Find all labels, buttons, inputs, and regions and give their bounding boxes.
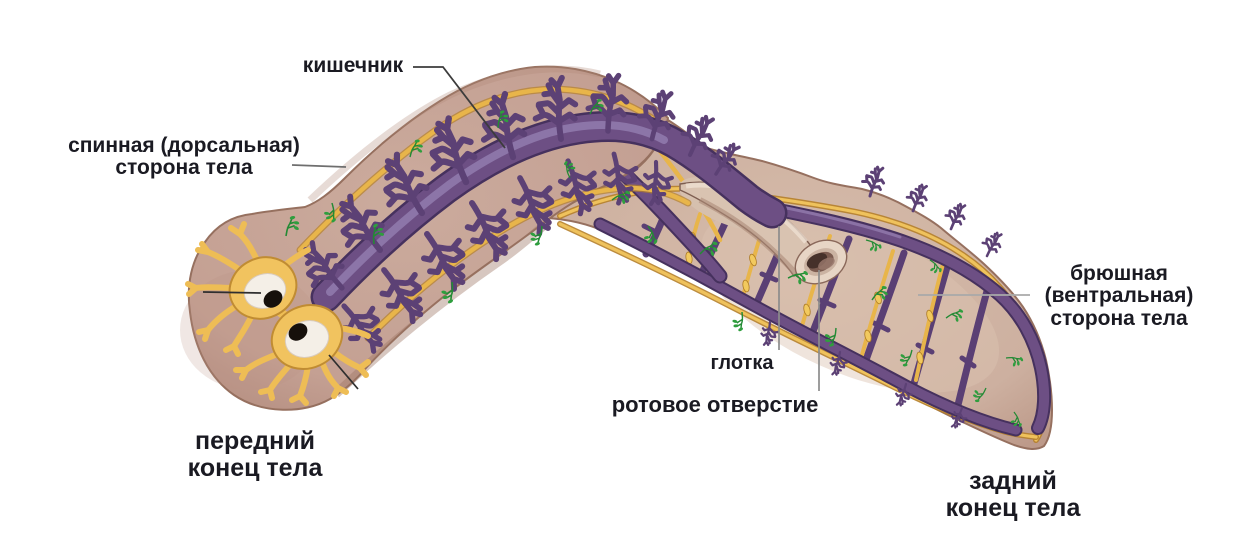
label-mouth-opening: ротовое отверстие [611, 392, 819, 417]
label-dorsal-side: спинная (дорсальная) сторона тела [68, 134, 300, 180]
leader-intestine [413, 66, 506, 149]
mouth-opening-graphic [794, 239, 848, 285]
label-intestine: кишечник [302, 54, 404, 77]
eye-spot [243, 273, 287, 309]
leader-dorsal-side [291, 164, 347, 168]
leader-eye-right [328, 354, 359, 390]
intestine-graphic [310, 111, 788, 313]
label-ventral-side: брюшная (вентральная) сторона тела [1044, 262, 1194, 330]
label-posterior-end: задний конец тела [945, 467, 1081, 522]
eye-spot [284, 320, 330, 358]
label-anterior-end: передний конец тела [187, 427, 323, 482]
head-ganglia [185, 221, 371, 406]
label-pharynx: глотка [710, 352, 774, 374]
leader-eye-left [202, 291, 262, 294]
